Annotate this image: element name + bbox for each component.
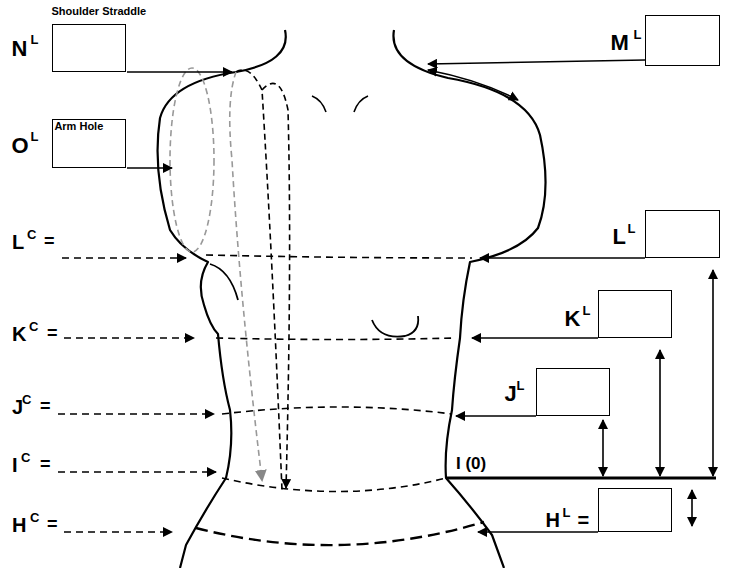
superscript: C	[22, 393, 31, 406]
measurement-box: KL	[598, 290, 672, 338]
measure-letter: O	[11, 135, 28, 157]
measure-letter: K	[564, 308, 580, 330]
superscript: L	[633, 28, 641, 41]
equals-sign: =	[40, 455, 51, 473]
measure-letter: H	[12, 515, 26, 535]
superscript: C	[21, 451, 30, 464]
equals-sign: =	[577, 510, 589, 530]
zero-line-label: I (0)	[456, 455, 486, 472]
measurement-box: LL	[645, 210, 720, 258]
box-heading: Shoulder Straddle	[51, 6, 146, 17]
measure-letter: I	[12, 455, 18, 475]
superscript: L	[562, 506, 570, 519]
measure-letter: K	[12, 324, 26, 344]
measure-letter: L	[12, 232, 24, 252]
box-heading: Arm Hole	[54, 121, 103, 132]
measurement-box: JL	[536, 368, 610, 416]
equals-sign: =	[47, 324, 58, 342]
equals-sign: =	[47, 515, 58, 533]
superscript: L	[627, 222, 635, 235]
equals-sign: =	[40, 397, 51, 415]
measurement-box: HL=	[598, 488, 672, 532]
measurement-box: Arm HoleOL	[52, 119, 126, 168]
measure-letter: J	[12, 397, 23, 417]
superscript: L	[30, 33, 38, 46]
superscript: L	[30, 130, 38, 143]
measure-letter: L	[612, 226, 625, 248]
superscript: L	[516, 379, 524, 392]
measurement-box: ML	[645, 15, 720, 66]
equals-sign: =	[44, 232, 55, 250]
superscript: L	[582, 304, 590, 317]
measure-letter: H	[545, 510, 559, 530]
superscript: C	[29, 320, 38, 333]
superscript: C	[27, 228, 36, 241]
superscript: C	[30, 511, 39, 524]
measure-letter: M	[610, 32, 628, 54]
measure-letter: J	[504, 383, 516, 405]
measure-letter: N	[11, 38, 27, 60]
measurement-box: Shoulder StraddleNL	[52, 24, 126, 72]
